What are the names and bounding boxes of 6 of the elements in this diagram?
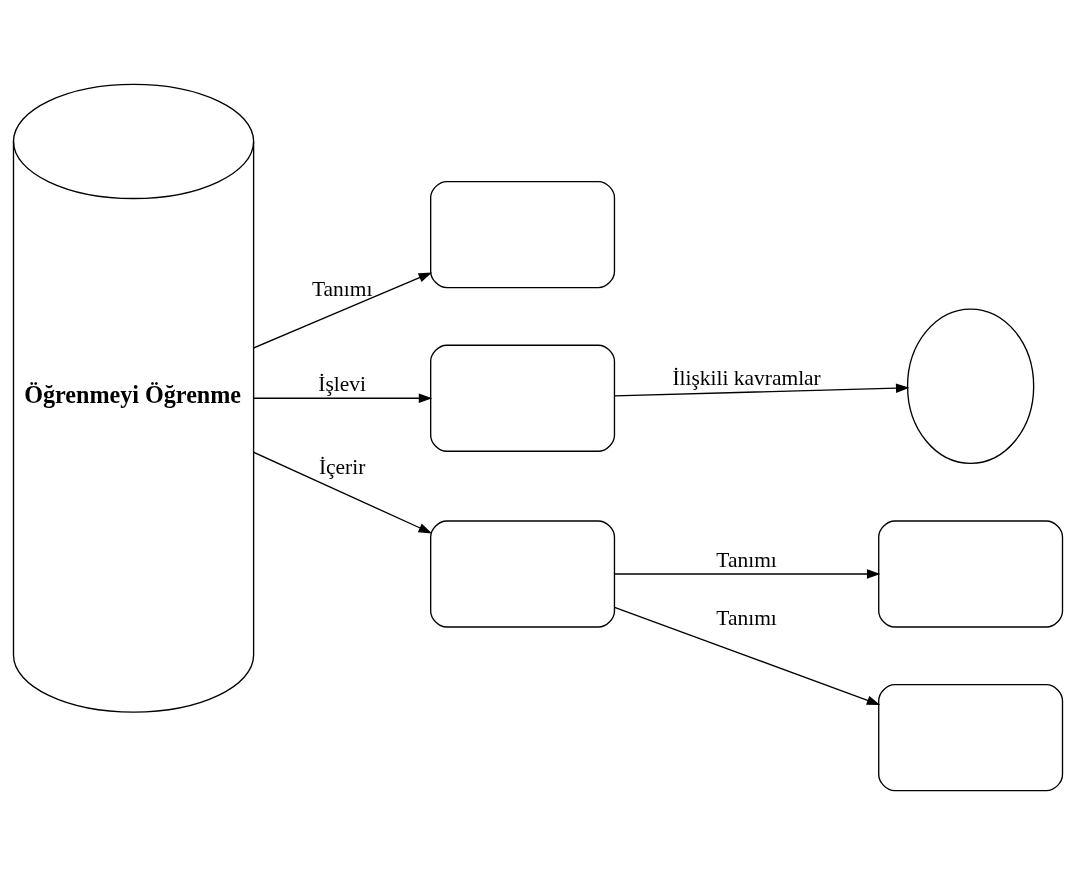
edge-label: İçerir — [318, 454, 366, 479]
edge-label: Tanımı — [716, 547, 777, 572]
edge-label: İşlevi — [318, 371, 366, 396]
edge-label: Tanımı — [716, 605, 777, 630]
edge-label: Tanımı — [311, 276, 373, 301]
edge-label: İlişkili kavramlar — [672, 365, 821, 390]
